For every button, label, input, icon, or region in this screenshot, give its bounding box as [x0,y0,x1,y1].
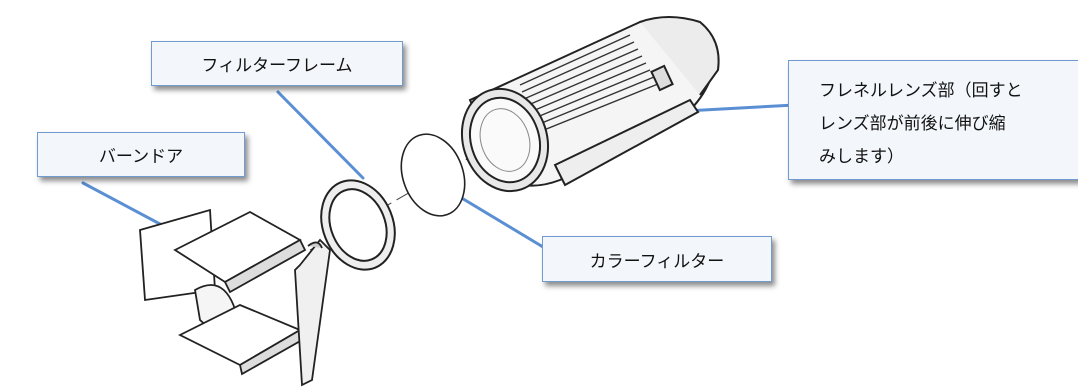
callout-fresnel-lens: フレネルレンズ部（回すと レンズ部が前後に伸び縮 みします） [788,60,1078,180]
barndoor-drawing [139,208,331,387]
callout-color-filter-text: カラーフィルター [589,251,725,272]
color-filter-drawing [400,133,466,217]
callout-color-filter: カラーフィルター [542,236,772,282]
leader-line-filter-frame [276,90,365,180]
callout-barndoor-text: バーンドア [98,147,184,167]
filter-frame-drawing [320,179,396,271]
callout-fresnel-line-1: フレネルレンズ部（回すと [819,81,1023,101]
callout-fresnel-line-3: みします） [819,147,904,167]
callout-filter-frame: フィルターフレーム [151,41,403,86]
callout-fresnel-line-2: レンズ部が前後に伸び縮 [819,114,1006,134]
callout-barndoor: バーンドア [37,132,245,177]
callout-filter-frame-text: フィルターフレーム [201,56,353,76]
fresnel-light-body [460,16,720,193]
